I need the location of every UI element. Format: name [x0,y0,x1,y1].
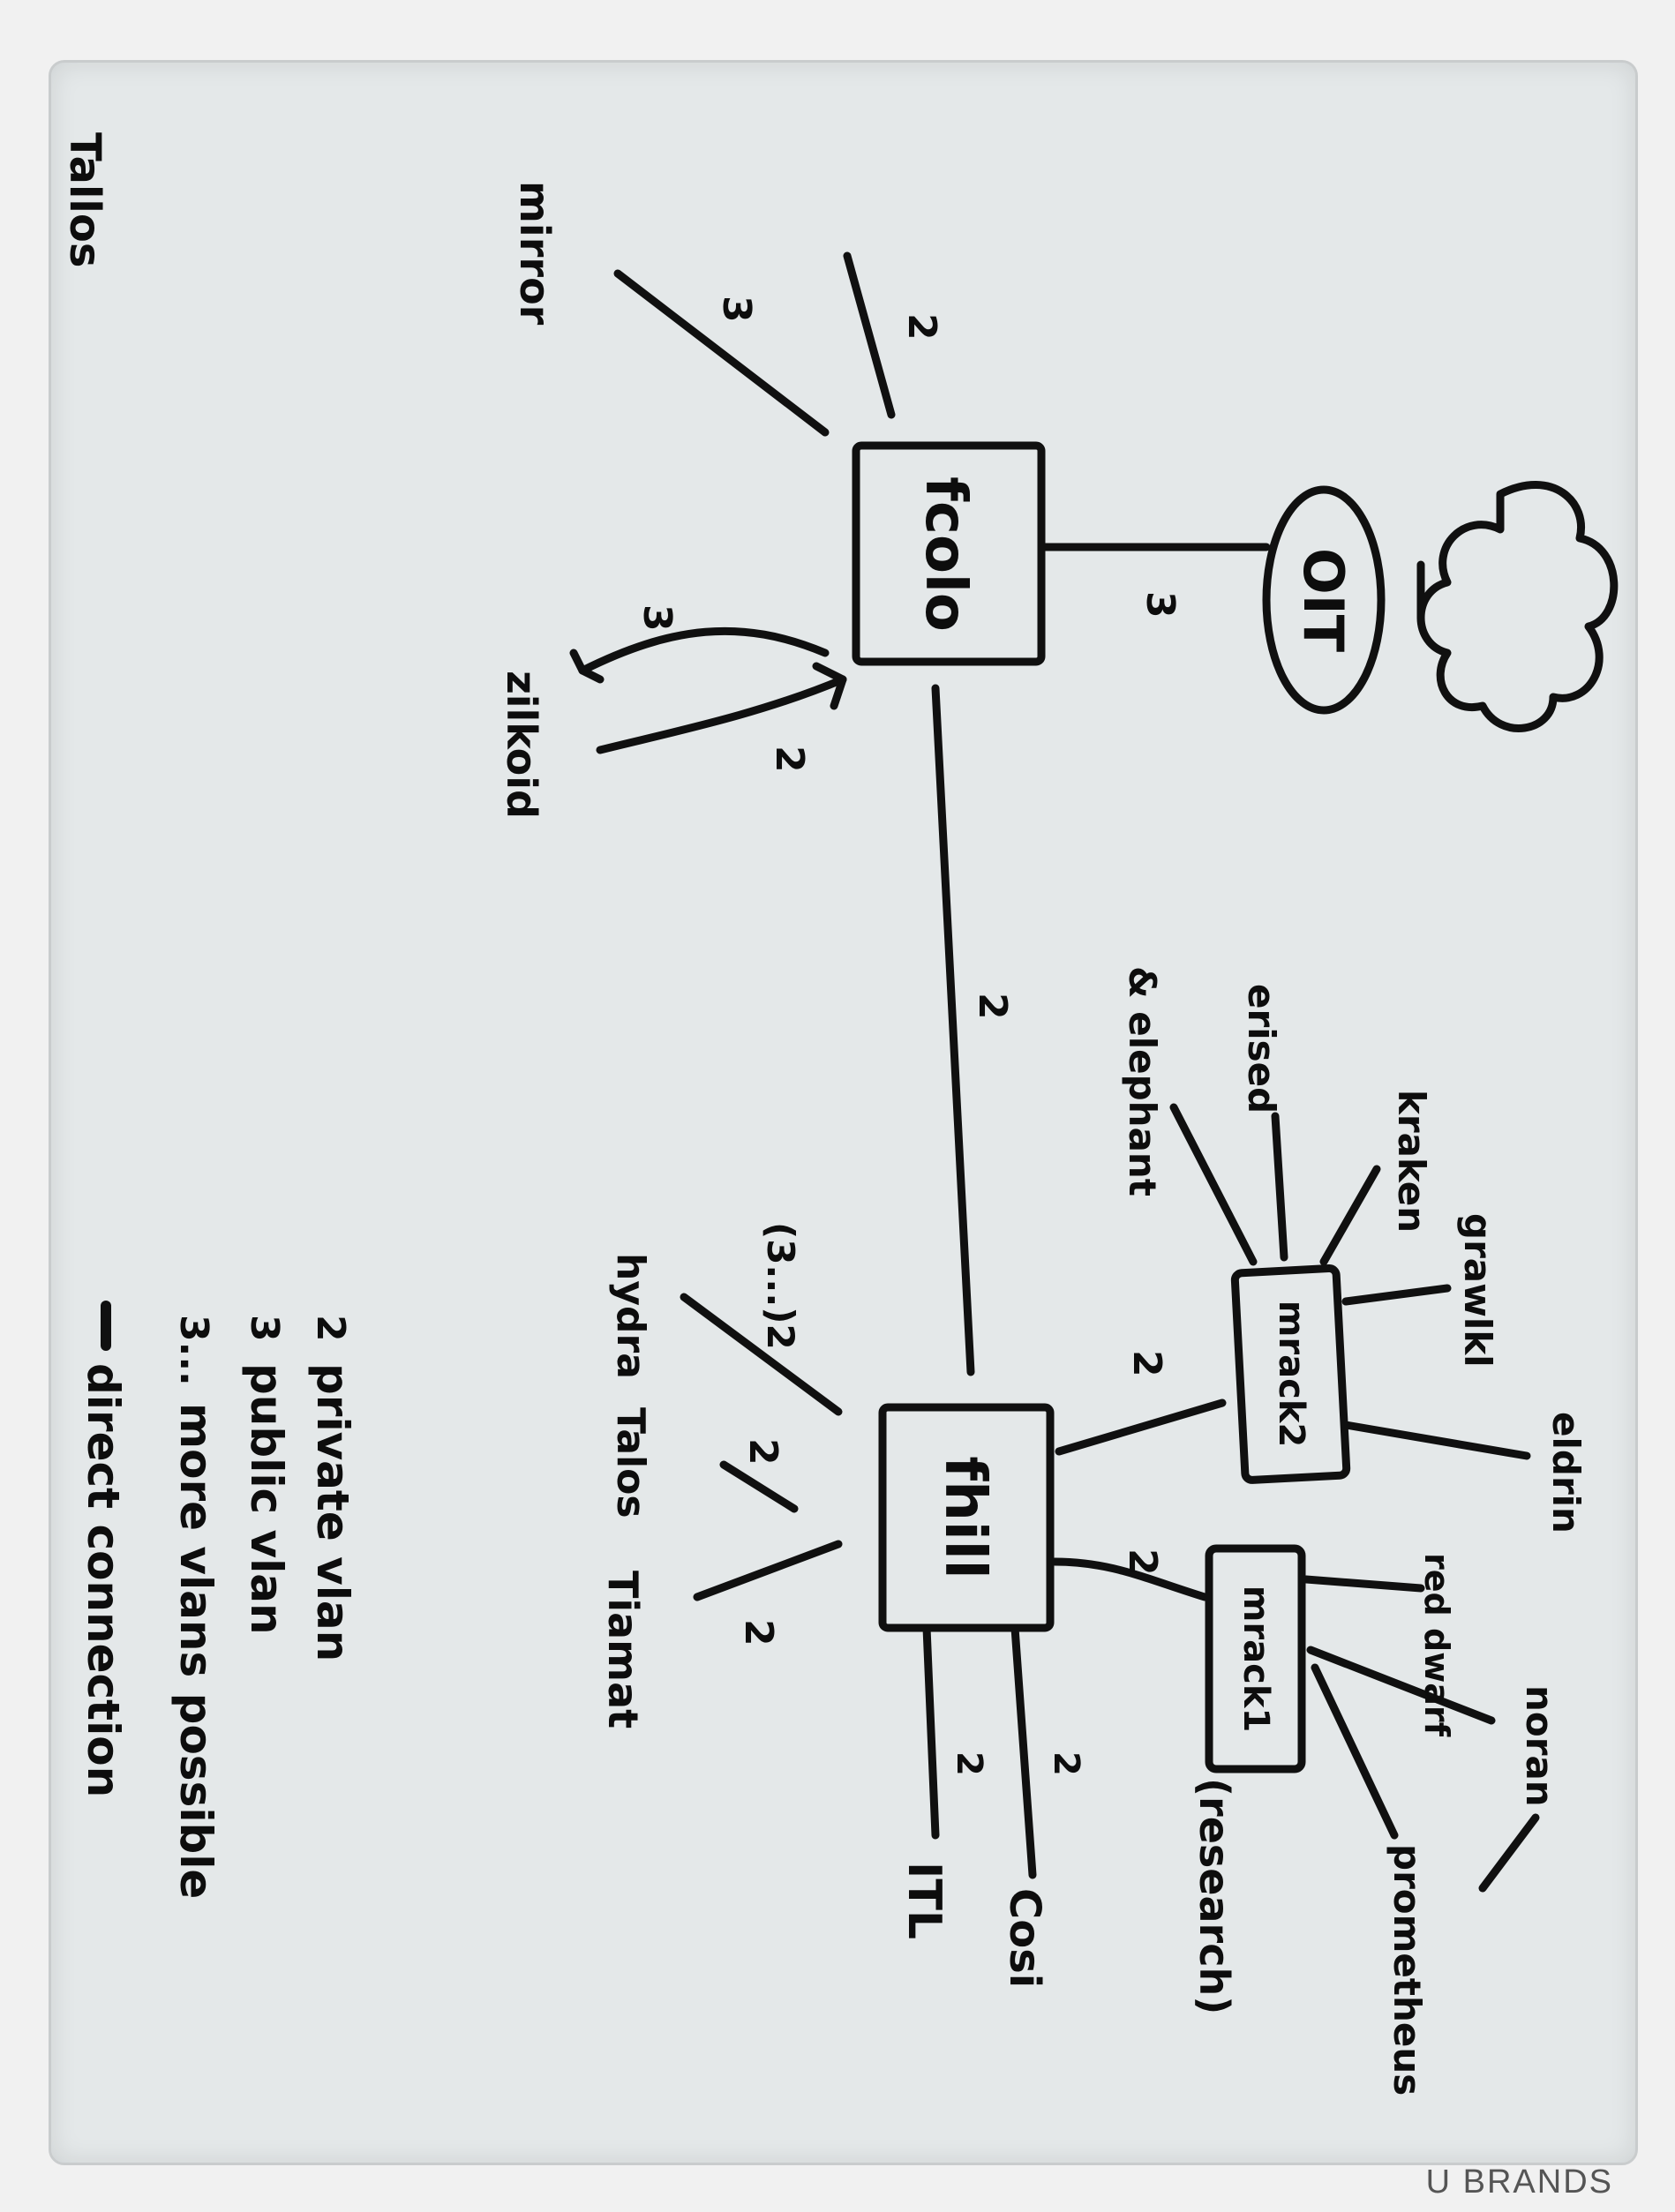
label-research: (research) [1191,1778,1238,2014]
mrack2-label: mrack2 [1271,1301,1311,1448]
whiteboard-surface [49,60,1638,2165]
legend-item-direct: direct connection [78,1301,129,1797]
cloud-icon [1416,481,1619,732]
edge-mrack1-prometheus [1311,1663,1399,1840]
fcolo-label: fcolo [913,476,978,632]
label-red-dwarf: red dwarf [1417,1553,1456,1737]
edge-number-fhill-cosi: 2 [1046,1751,1086,1776]
oit-label: OIT [1291,548,1356,652]
edge-fcolo-tallos [843,251,896,419]
label-itl: ITL [898,1862,950,1939]
label-mirror: mirror [511,181,559,326]
svg-text:2: 2 [308,1315,353,1342]
legend-item-private: 2 private vlan [307,1315,358,1661]
edge-number-oit-fcolo: 3 [1138,591,1183,619]
edge-fcolo-mirror [613,269,830,437]
edge-fcolo-zilkoid-top [578,626,830,675]
edge-fhill-mrack2 [1055,1398,1227,1456]
edge-fcolo-fhill [931,684,975,1376]
edge-fhill-mrack1 [1050,1557,1209,1601]
legend-item-more-vlans: 3... more vlans possible [170,1315,222,1899]
edge-fcolo-zilkoid-bottom [596,675,847,754]
edge-fhill-cosi [1010,1623,1037,1879]
node-fcolo: fcolo [852,441,1046,666]
edge-mrack1-reddwarf [1302,1575,1425,1593]
edge-fhill-tiamat [693,1540,843,1601]
label-cosi: Cosi [1000,1888,1049,1988]
svg-text:public vlan: public vlan [241,1363,292,1635]
edge-number-fhill-mrack1: 2 [1120,1548,1165,1576]
svg-text:3...: 3... [171,1315,216,1386]
edge-number-fcolo-fhill: 2 [970,993,1015,1020]
edge-number-fcolo-tallos: 2 [899,313,944,341]
legend: 2 private vlan 3 public vlan 3... more v… [78,1301,358,1899]
label-hydra: hydra [608,1253,653,1379]
svg-text:more vlans possible: more vlans possible [170,1403,222,1899]
edge-fhill-hydra [680,1293,843,1416]
label-prometheus: prometheus [1386,1844,1429,2096]
label-grawlkl: grawlkl [1456,1213,1499,1368]
svg-text:private vlan: private vlan [307,1363,358,1661]
mrack1-label: mrack1 [1236,1586,1276,1733]
node-mrack2: mrack2 [1230,1264,1351,1484]
edge-fhill-talos [719,1460,799,1513]
edge-mrack2-grawlkl [1341,1284,1452,1306]
edge-number-fhill-itl: 2 [949,1751,989,1776]
node-mrack1: mrack1 [1205,1544,1306,1773]
edge-number-fhill-mrack2: 2 [1124,1350,1169,1377]
svg-text:direct connection: direct connection [78,1363,129,1797]
label-zilkoid: zilkoid [498,671,545,819]
edge-fhill-itl [922,1623,940,1840]
node-fhill: fhill [878,1403,1055,1632]
label-talos: Talos [608,1407,653,1518]
edge-number-fhill-tiamat: 2 [736,1619,781,1646]
svg-text:3: 3 [242,1315,287,1342]
edge-mrack2-eldrin [1341,1421,1531,1460]
hydra-vlan-label: (3...)2 [759,1222,802,1350]
label-elephant: & elephant [1121,966,1164,1196]
edge-number-fhill-talos: 2 [740,1438,785,1466]
edge-mrack2-erised [1271,1112,1288,1262]
label-erised: erised [1240,984,1283,1113]
mark-noran-prometheus [1478,1813,1540,1893]
legend-item-public: 3 public vlan [241,1315,292,1635]
edge-mrack2-elephant [1169,1103,1258,1266]
brand-logo: U BRANDS [1425,2163,1613,2201]
label-tiamat: Tiamat [599,1571,647,1728]
edge-number-zilkoid-top: 3 [635,604,680,632]
label-tallos: Tallos [60,132,109,267]
edge-mrack1-noran [1306,1646,1496,1725]
node-oit: OIT [1262,485,1386,715]
edge-number-zilkoid-bottom: 2 [767,746,812,773]
fhill-label: fhill [932,1456,997,1578]
label-kraken: kraken [1390,1090,1433,1233]
label-noran: noran [1518,1685,1561,1807]
arrowhead-fcolo [812,662,847,710]
edge-mrack2-kraken [1319,1165,1381,1266]
label-eldrin: eldrin [1544,1412,1588,1533]
edge-number-fcolo-mirror: 3 [714,296,759,323]
arrowhead-zilkoid [569,649,605,684]
